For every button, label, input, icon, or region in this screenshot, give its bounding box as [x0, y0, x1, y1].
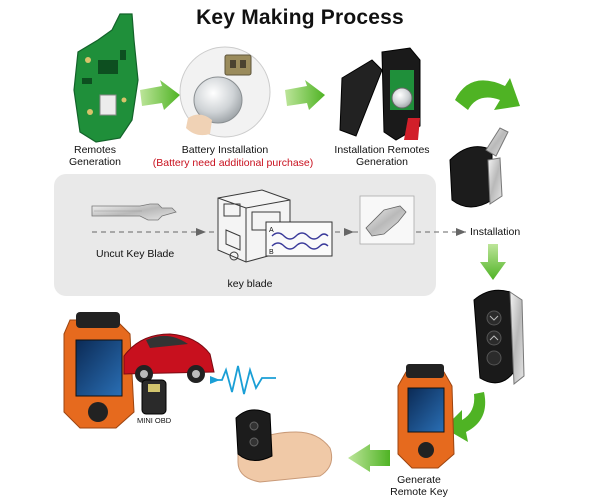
- arrow-right-1: [140, 80, 180, 110]
- label-remotes-generation: Remotes Generation: [69, 144, 121, 168]
- obd-adapter-icon: MINI OBD: [137, 379, 172, 425]
- key-programmer-small-icon: [397, 364, 455, 469]
- arrow-left-5: [348, 444, 390, 472]
- key-programmer-large-icon: [63, 312, 135, 429]
- blade-letter-a: A: [269, 227, 274, 234]
- red-car-icon: [123, 333, 215, 383]
- hand-icon: [235, 409, 333, 483]
- label-key-blade: key blade: [227, 278, 273, 290]
- signal-wave-icon: [210, 365, 276, 395]
- label-generate-remote-key: Generate Remote Key: [390, 474, 448, 498]
- battery-icon: [179, 46, 271, 138]
- label-battery-installation: Battery Installation: [181, 144, 269, 156]
- cut-key-blade-icon: [359, 195, 415, 245]
- diagram-title: Key Making Process: [196, 6, 404, 29]
- blade-letter-b: B: [269, 249, 274, 256]
- rotate-arrow-icon: [455, 78, 520, 110]
- label-uncut-key-blade: Uncut Key Blade: [96, 248, 175, 260]
- remote-pcb-icon: [73, 13, 139, 143]
- flip-key-installation-icon: [449, 127, 509, 208]
- label-battery-note: (Battery need additional purchase): [152, 157, 314, 169]
- mini-obd-text: MINI OBD: [137, 416, 172, 425]
- uncut-key-blade-icon: [91, 203, 177, 221]
- label-installation-remotes-generation: Installation Remotes Generation: [334, 144, 430, 168]
- key-blade-profile-icon: A B: [265, 221, 333, 257]
- flip-key-open-icon: [339, 47, 421, 141]
- arrow-right-2: [285, 80, 325, 110]
- label-installation: Installation: [470, 226, 521, 238]
- arrow-curve-4: [444, 392, 486, 442]
- arrow-down-3: [480, 244, 506, 280]
- flip-key-closed-icon: [473, 289, 525, 386]
